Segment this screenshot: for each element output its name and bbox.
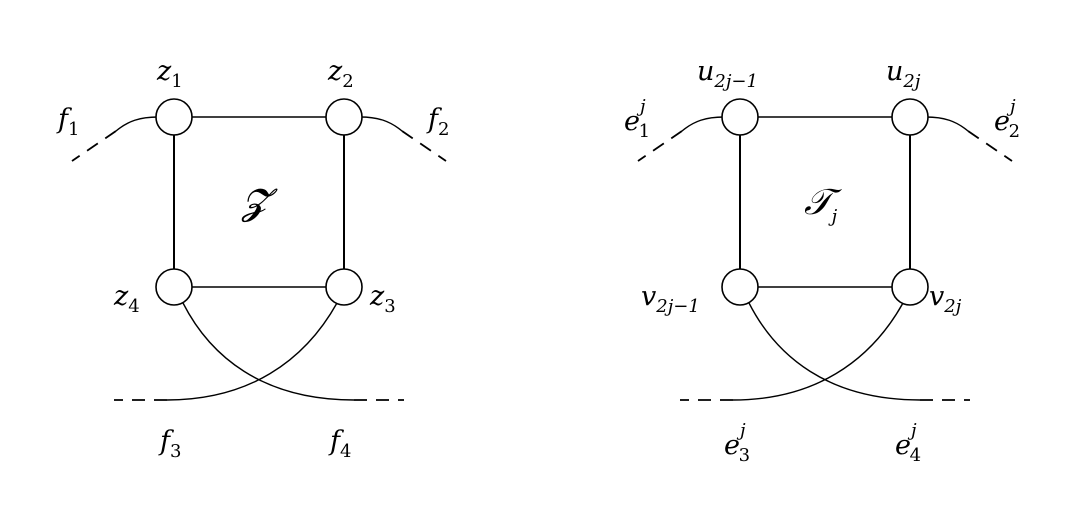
edge-z3-f3: [166, 302, 338, 401]
edge-f2-dashed: [401, 130, 447, 162]
edge-v2-e3: [732, 302, 904, 401]
node-u-2j-1: [721, 98, 759, 136]
gadget-z: 𝓩 z1 z2 z4 z3 f1 f2 f3 f4: [56, 56, 449, 462]
label-u-2j-1: u2j−1: [697, 56, 758, 92]
edge-f2-solid: [359, 116, 403, 132]
edge-f1-solid: [115, 116, 159, 132]
node-z4: [155, 268, 193, 306]
label-f2: f2: [426, 104, 449, 140]
edge-e1-solid: [681, 116, 725, 132]
label-z4: z4: [113, 281, 140, 317]
label-f3: f3: [158, 426, 181, 462]
label-z1: z1: [156, 56, 183, 92]
node-z3: [325, 268, 363, 306]
gadget-z-name: 𝓩: [241, 182, 278, 223]
edge-e2-dashed: [967, 130, 1013, 162]
node-z1: [155, 98, 193, 136]
node-u-2j: [891, 98, 929, 136]
label-v-2j: v2j: [929, 281, 962, 317]
edge-z4-f4: [182, 302, 355, 401]
node-v-2j: [891, 268, 929, 306]
label-f4: f4: [328, 426, 351, 462]
node-z2: [325, 98, 363, 136]
label-u-2j: u2j: [886, 56, 921, 92]
gadget-t-name: 𝒯j: [804, 182, 842, 227]
label-z3: z3: [369, 281, 396, 317]
edge-f1-dashed: [71, 130, 117, 162]
edge-e1-dashed: [637, 130, 683, 162]
node-v-2j-1: [721, 268, 759, 306]
label-z2: z2: [327, 56, 354, 92]
label-v-2j-1: v2j−1: [641, 281, 700, 317]
edge-e2-solid: [925, 116, 969, 132]
label-f1: f1: [56, 104, 79, 140]
edge-v1-e4: [748, 302, 921, 401]
